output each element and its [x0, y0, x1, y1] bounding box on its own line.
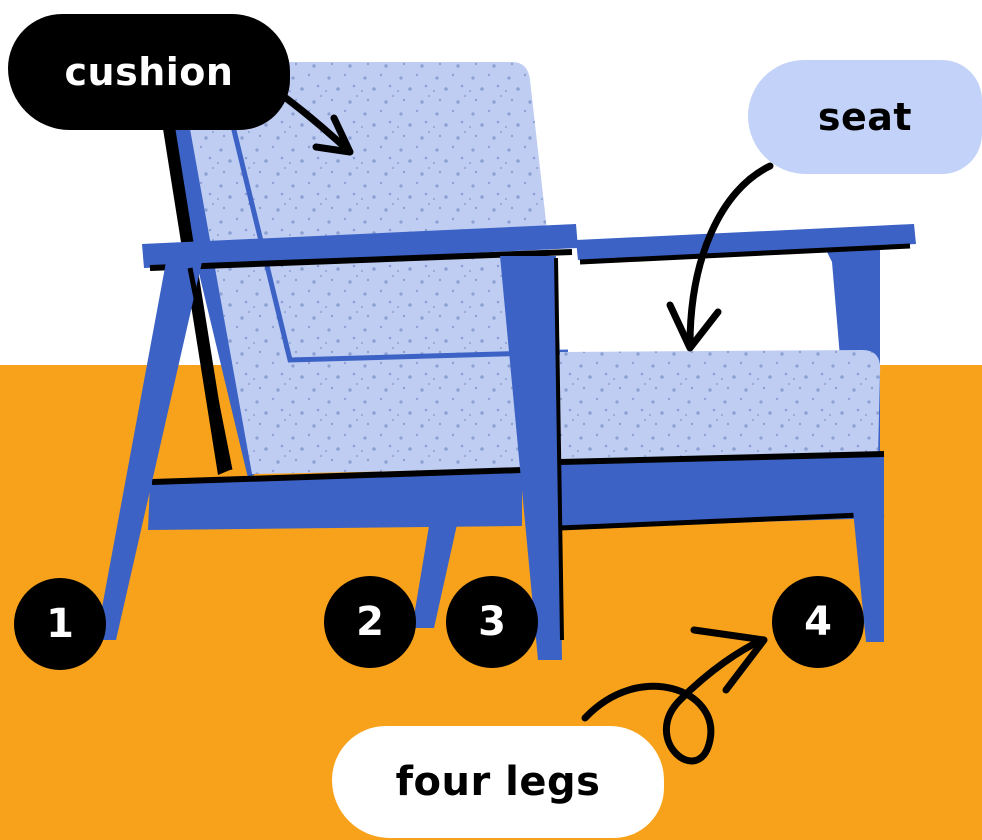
- leg-number-2-badge: 2: [324, 576, 416, 668]
- four-legs-label: four legs: [332, 726, 664, 838]
- curved-arrow-icon: [666, 162, 774, 352]
- cushion-label: cushion: [8, 14, 290, 130]
- seat-rail-front: [148, 470, 522, 530]
- seat-rail-side: [560, 454, 884, 528]
- loop-arrow-icon: [581, 626, 768, 765]
- leg-number-1-badge: 1: [14, 578, 106, 670]
- leg-1: [96, 262, 202, 640]
- leg-number-4-badge: 4: [772, 576, 864, 668]
- seat-label: seat: [748, 60, 982, 174]
- leg-number-3-badge: 3: [446, 576, 538, 668]
- leg-2: [412, 520, 458, 628]
- armrest-right: [576, 224, 916, 260]
- armrest-left: [142, 224, 578, 268]
- leg-4: [852, 500, 884, 642]
- leg-3: [500, 256, 562, 660]
